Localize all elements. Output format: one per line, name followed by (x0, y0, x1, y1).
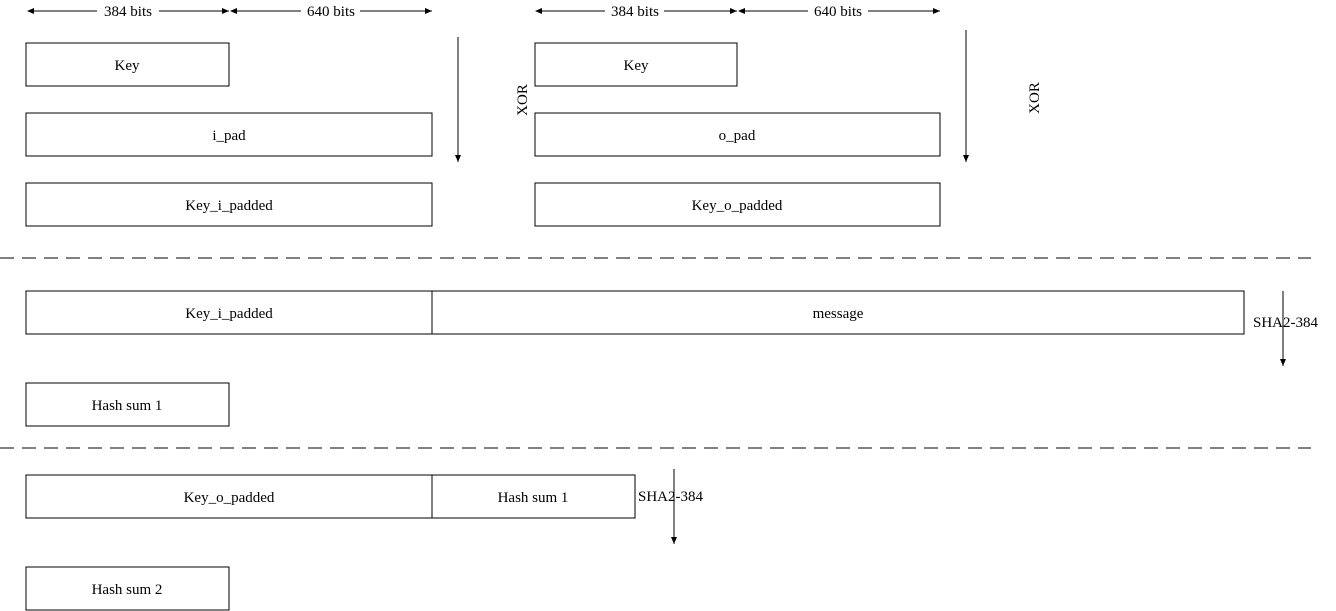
box-label: Key_o_padded (184, 490, 275, 506)
dimension-label: 384 bits (611, 4, 659, 20)
second-hash-key-box: Key_o_padded (25, 474, 433, 519)
first-sha-arrow: SHA2-384 (1253, 291, 1319, 366)
outer-xor-arrow: XOR (963, 30, 1043, 162)
outer-key-box: Key (534, 42, 738, 87)
box-label: Key_o_padded (692, 198, 783, 214)
first-hash-key-box: Key_i_padded (25, 290, 433, 335)
inner-key-box: Key (25, 42, 230, 87)
box-label: Key (624, 58, 649, 74)
inner-pad-box: i_pad (25, 112, 433, 157)
dimension-label: 384 bits (104, 4, 152, 20)
dimension-right-key: 384 bits (535, 4, 737, 20)
box-label: Key_i_padded (185, 198, 273, 214)
box-label: Hash sum 1 (92, 398, 163, 414)
box-label: message (813, 306, 864, 322)
dimension-left-pad: 640 bits (230, 4, 432, 20)
xor-label: XOR (515, 84, 531, 116)
message-box: message (431, 290, 1245, 335)
outer-pad-box: o_pad (534, 112, 941, 157)
dimension-right-pad: 640 bits (738, 4, 940, 20)
box-label: Key (115, 58, 140, 74)
sha-label: SHA2-384 (638, 489, 704, 505)
second-sha-arrow: SHA2-384 (638, 469, 704, 544)
box-label: Hash sum 2 (92, 582, 163, 598)
dimension-label: 640 bits (307, 4, 355, 20)
xor-label: XOR (1027, 82, 1043, 114)
box-label: o_pad (719, 128, 756, 144)
hash-sum-2-box: Hash sum 2 (25, 566, 230, 611)
inner-xor-arrow: XOR (455, 37, 531, 162)
dimension-label: 640 bits (814, 4, 862, 20)
outer-result-box: Key_o_padded (534, 182, 941, 227)
hash-sum-1-box: Hash sum 1 (25, 382, 230, 427)
box-label: Hash sum 1 (498, 490, 569, 506)
dimension-left-key: 384 bits (27, 4, 229, 20)
inner-result-box: Key_i_padded (25, 182, 433, 227)
second-hash-input-box: Hash sum 1 (431, 474, 636, 519)
sha-label: SHA2-384 (1253, 315, 1319, 331)
box-label: i_pad (212, 128, 246, 144)
box-label: Key_i_padded (185, 306, 273, 322)
